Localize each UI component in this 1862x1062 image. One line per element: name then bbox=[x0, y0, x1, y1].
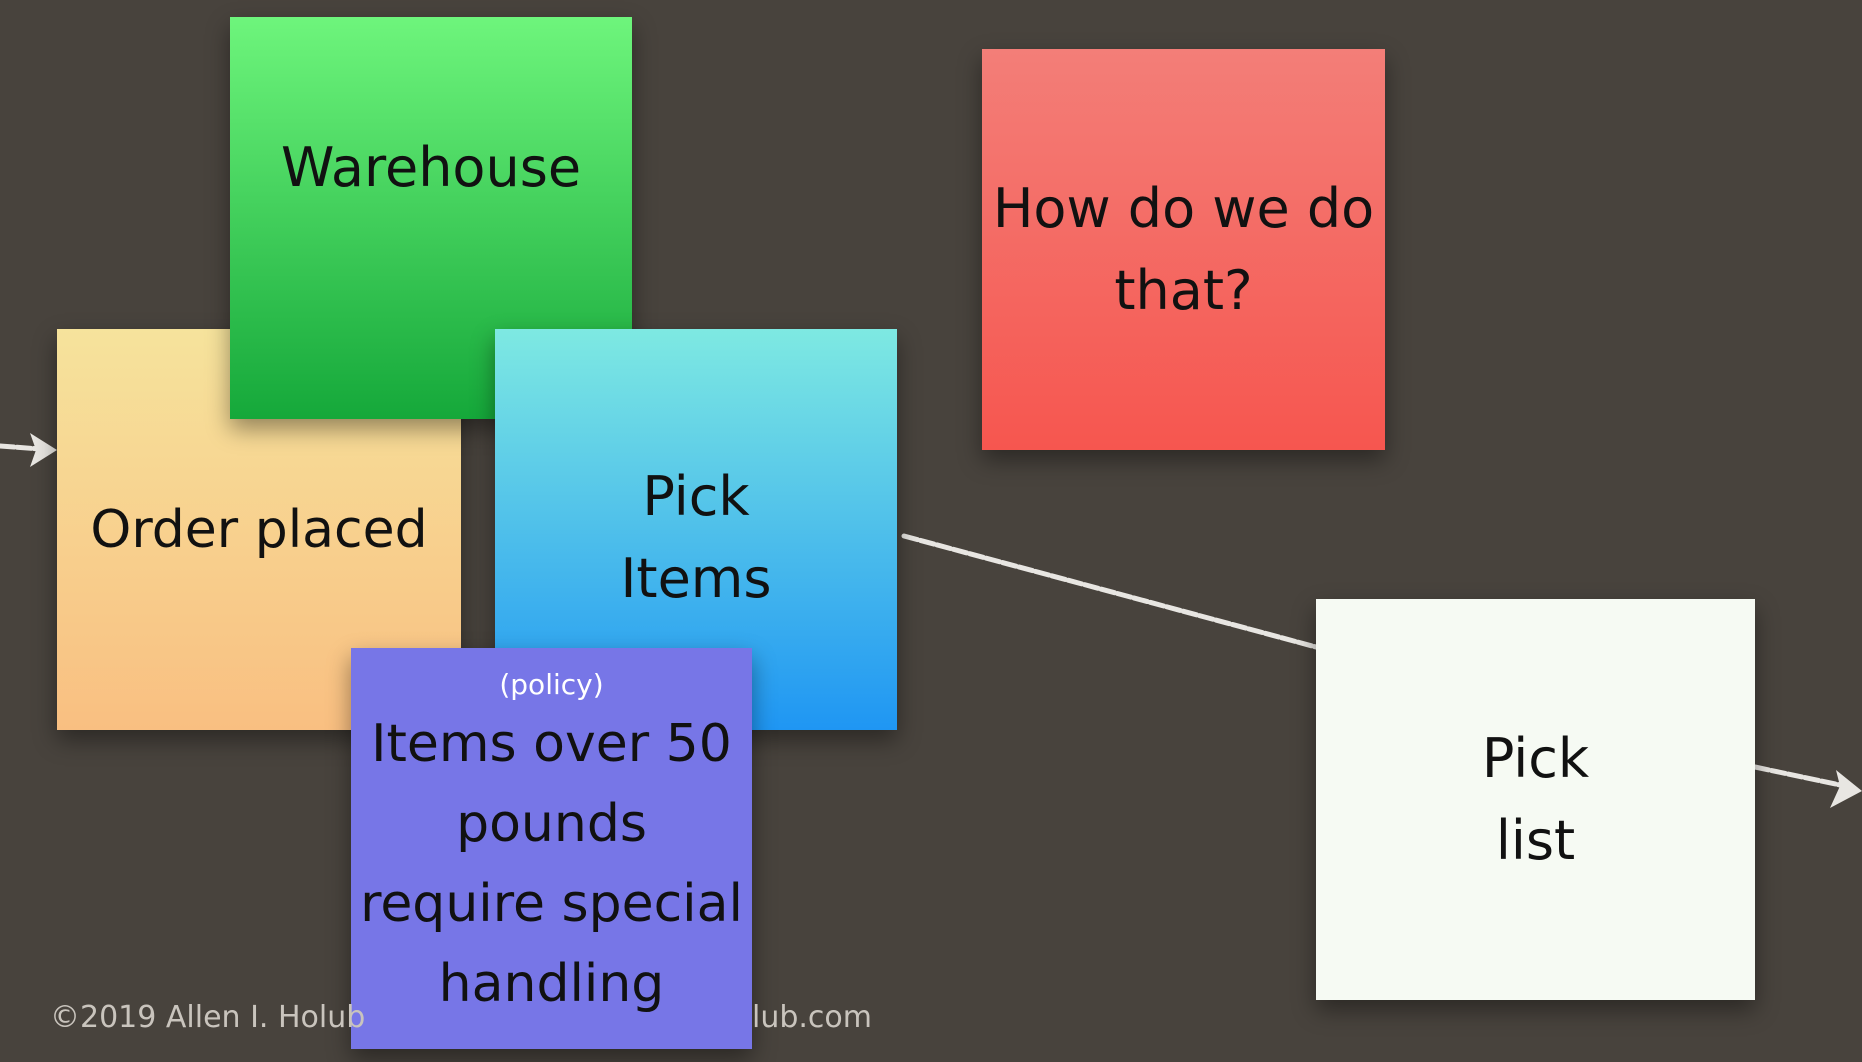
policy-label: Items over 50 pounds require special han… bbox=[360, 714, 743, 1014]
question-label: How do we do that? bbox=[992, 176, 1375, 322]
incoming-arrow-line bbox=[0, 443, 43, 452]
outgoing-arrow-head bbox=[1830, 770, 1862, 808]
pick-list-note[interactable]: Pick list bbox=[1316, 599, 1755, 1000]
copyright-text: ©2019 Allen I. Holub bbox=[50, 1000, 366, 1035]
outgoing-arrow-line bbox=[1752, 764, 1843, 788]
warehouse-label: Warehouse bbox=[280, 136, 582, 199]
policy-note[interactable]: (policy) Items over 50 pounds require sp… bbox=[351, 648, 752, 1049]
incoming-arrow-head bbox=[30, 433, 57, 467]
pick-items-label: Pick Items bbox=[620, 465, 772, 610]
copyright-url-fragment: lub.com bbox=[752, 1000, 872, 1035]
policy-tag: (policy) bbox=[499, 668, 604, 701]
order-placed-label: Order placed bbox=[90, 499, 428, 560]
pick-list-label: Pick list bbox=[1481, 726, 1590, 872]
pick-items-to-pick-list-line bbox=[901, 533, 1319, 650]
question-note[interactable]: How do we do that? bbox=[982, 49, 1385, 450]
